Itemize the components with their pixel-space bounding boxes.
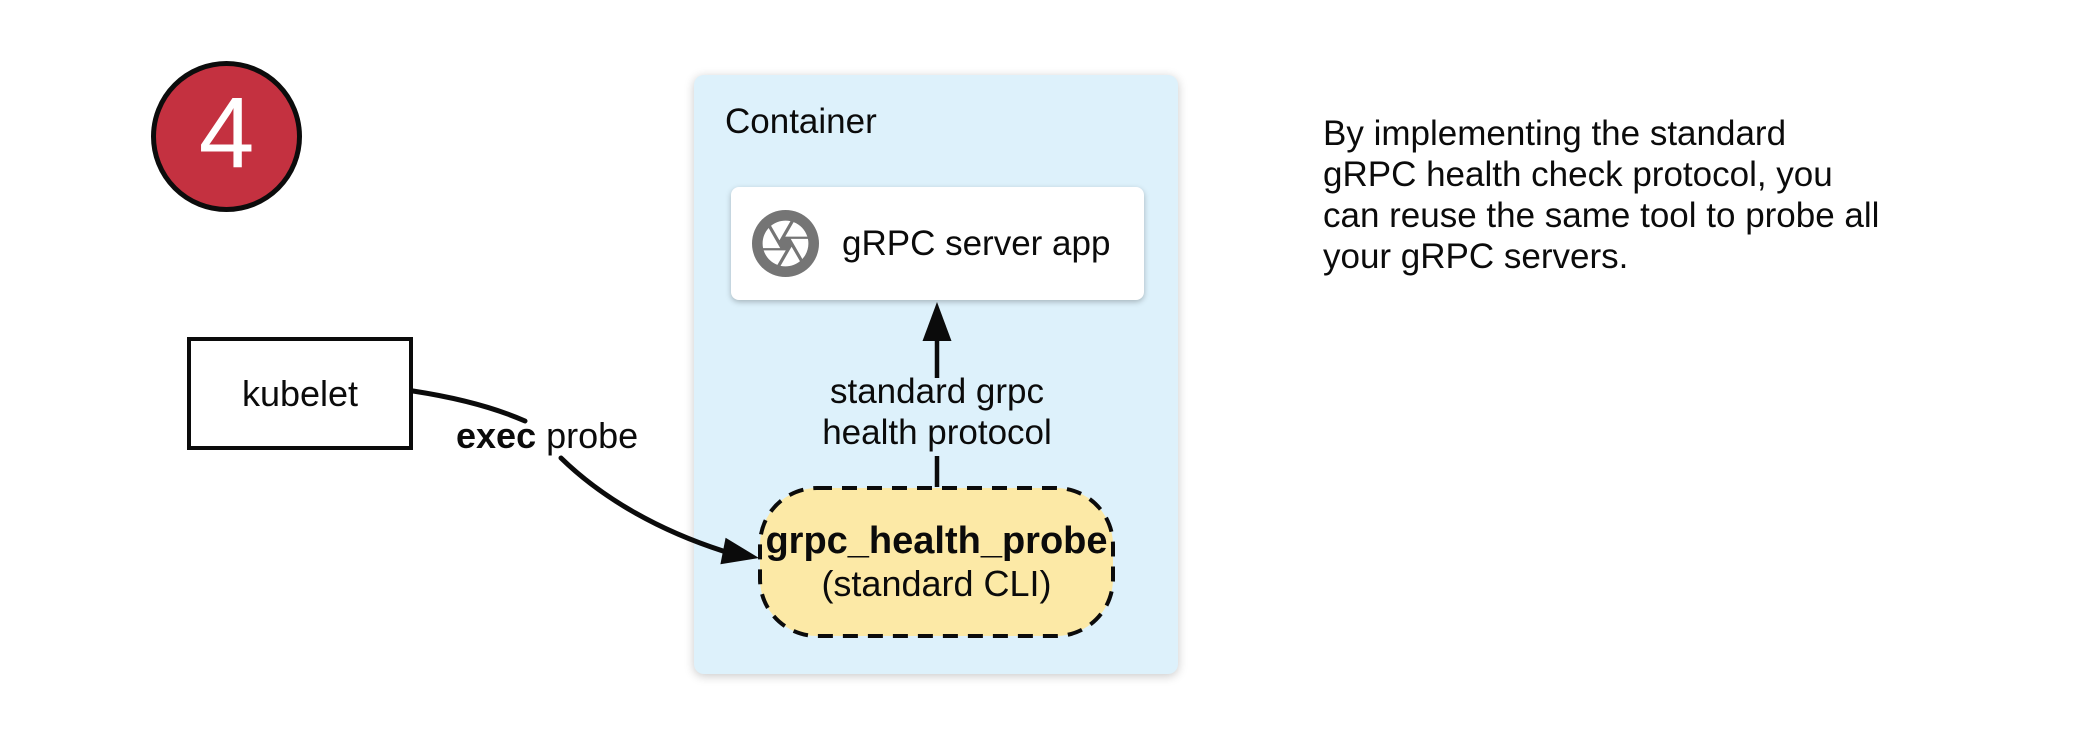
health-protocol-label-line2: health protocol <box>822 413 1052 452</box>
health-protocol-label-line1: standard grpc <box>829 372 1045 411</box>
grpc-server-label: gRPC server app <box>842 223 1111 263</box>
step-badge: 4 <box>151 61 302 212</box>
health-protocol-label: standard grpc health protocol <box>777 371 1097 453</box>
exec-probe-label-rest: probe <box>536 415 639 456</box>
container-label: Container <box>725 102 877 141</box>
grpc-server-node: gRPC server app <box>731 187 1144 300</box>
kubelet-node: kubelet <box>187 337 413 450</box>
exec-probe-label: exec probe <box>456 414 638 458</box>
aperture-icon <box>752 210 819 277</box>
health-probe-node: grpc_health_probe (standard CLI) <box>758 486 1115 638</box>
caption-line: your gRPC servers. <box>1323 237 1629 276</box>
caption-text: By implementing the standard gRPC health… <box>1323 113 1879 277</box>
exec-probe-label-bold: exec <box>456 415 537 456</box>
caption-line: can reuse the same tool to probe all <box>1323 196 1880 235</box>
health-probe-title: grpc_health_probe <box>765 520 1108 562</box>
step-number: 4 <box>198 76 255 189</box>
kubelet-label: kubelet <box>241 372 359 414</box>
health-probe-subtitle: (standard CLI) <box>821 563 1052 604</box>
caption-line: By implementing the standard <box>1323 114 1787 153</box>
caption-line: gRPC health check protocol, you <box>1323 155 1833 194</box>
